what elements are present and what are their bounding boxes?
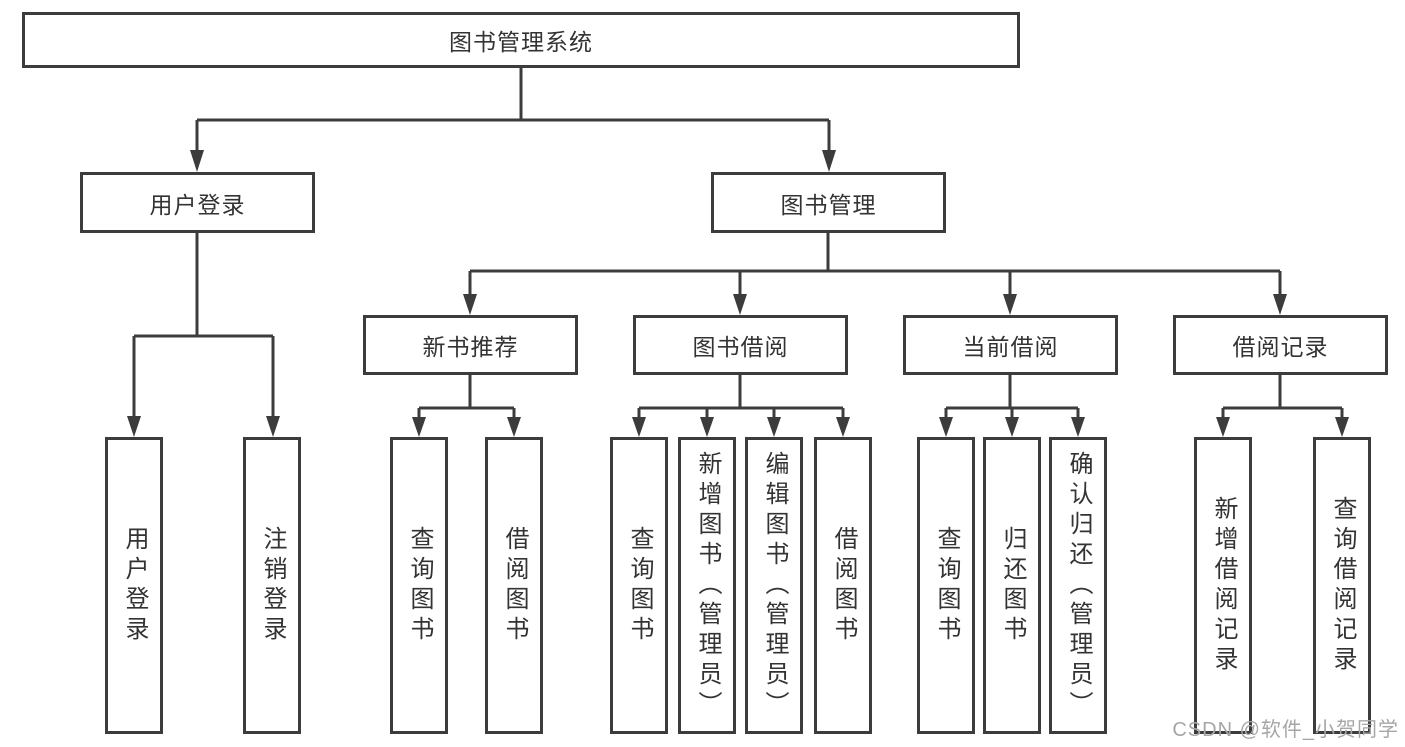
node-cb-query-books: 查询图书 (917, 437, 975, 734)
node-bb-edit-books-admin: 编辑图书（管理员） (745, 437, 803, 734)
node-user-login: 用户登录 (105, 437, 163, 734)
node-book-borrow: 图书借阅 (633, 315, 848, 375)
node-br-add-record: 新增借阅记录 (1194, 437, 1252, 734)
connector-book-mgmt (468, 233, 1282, 297)
node-logout: 注销登录 (243, 437, 301, 734)
node-br-query-record: 查询借阅记录 (1313, 437, 1371, 734)
connector-current-borrow (944, 375, 1080, 420)
node-user-login-group: 用户登录 (80, 172, 315, 233)
node-book-management-group: 图书管理 (711, 172, 946, 233)
node-nbr-borrow-books: 借阅图书 (485, 437, 543, 734)
connector-book-borrow (637, 375, 845, 420)
connector-user-login (132, 233, 275, 419)
node-bb-add-books-admin: 新增图书（管理员） (678, 437, 736, 734)
node-borrow-records: 借阅记录 (1173, 315, 1388, 375)
node-cb-return-books: 归还图书 (983, 437, 1041, 734)
connector-borrow-records (1221, 375, 1344, 420)
node-bb-borrow-books: 借阅图书 (814, 437, 872, 734)
node-new-book-recommend: 新书推荐 (363, 315, 578, 375)
node-bb-query-books: 查询图书 (610, 437, 668, 734)
csdn-watermark: CSDN @软件_小贺同学 (1172, 719, 1399, 741)
node-root: 图书管理系统 (22, 12, 1020, 68)
node-cb-confirm-return-admin: 确认归还（管理员） (1049, 437, 1107, 734)
node-current-borrow: 当前借阅 (903, 315, 1118, 375)
connector-root (195, 66, 831, 154)
arrowheads (127, 150, 1349, 437)
node-nbr-query-books: 查询图书 (390, 437, 448, 734)
connector-new-book (417, 375, 516, 420)
